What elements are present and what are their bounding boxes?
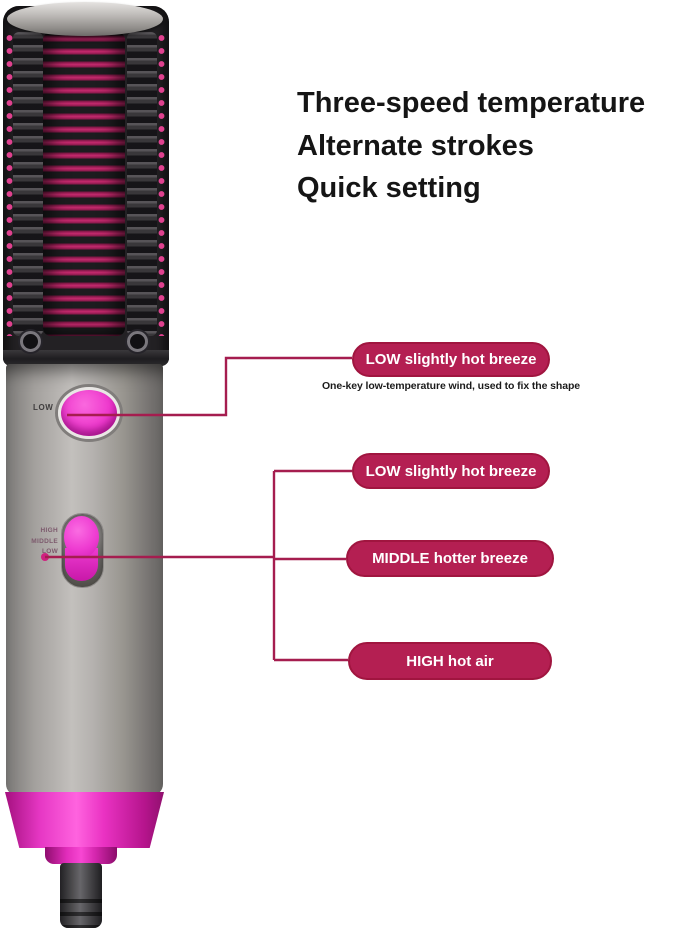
callout-switch-low: LOW slightly hot breeze [352, 453, 550, 489]
page-title: Three-speed temperature Alternate stroke… [297, 82, 645, 210]
top-cap [7, 2, 163, 36]
connector-low-button [67, 356, 352, 417]
callout-low-button-caption: One-key low-temperature wind, used to fi… [321, 380, 581, 392]
callout-switch-middle: MIDDLE hotter breeze [346, 540, 554, 577]
bristle-dots-left [5, 32, 14, 336]
switch-label-middle: MIDDLE [31, 537, 58, 545]
power-cord [60, 863, 102, 928]
title-line-2: Alternate strokes [297, 129, 534, 162]
callout-low-button: LOW slightly hot breeze [352, 342, 550, 377]
callout-switch-high: HIGH hot air [348, 642, 552, 680]
base-step-ring [45, 847, 117, 864]
title-line-1: Three-speed temperature [297, 87, 646, 119]
cord-strain-relief-ribs [60, 890, 102, 928]
bristle-dots-right [157, 32, 166, 336]
title-line-3: Quick setting [297, 172, 481, 204]
switch-label-low: LOW [41, 548, 58, 555]
comb-teeth-right [127, 32, 157, 336]
base-cap [5, 792, 164, 848]
head-base-band [3, 350, 169, 366]
speed-switch-labels: HIGH MIDDLE LOW [26, 526, 58, 558]
low-button-label: LOW [33, 403, 54, 412]
bristle-rows [43, 32, 125, 336]
switch-label-high: HIGH [40, 527, 58, 534]
screw-right [127, 331, 148, 352]
low-speed-button [58, 387, 120, 439]
connector-speed-switch [45, 469, 352, 662]
comb-teeth-left [13, 32, 43, 336]
brush-head [3, 6, 169, 366]
speed-switch-knob [64, 516, 99, 558]
screw-left [20, 331, 41, 352]
